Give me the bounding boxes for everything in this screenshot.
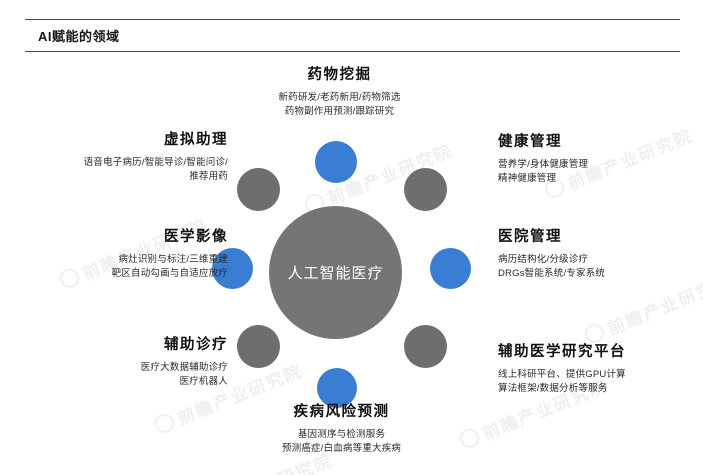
node-desc-line: 医疗大数据辅助诊疗 — [140, 362, 228, 373]
node-title: 医院管理 — [498, 229, 562, 245]
node-dot-hospital-management[interactable] — [430, 248, 471, 289]
node-dot-disease-risk[interactable] — [317, 368, 357, 408]
header-divider-top — [25, 19, 680, 20]
node-title: 辅助诊疗 — [164, 337, 228, 353]
node-desc-line: 医疗机器人 — [179, 375, 228, 387]
node-desc-line: 新药研发/老药新用/药物筛选 — [278, 92, 401, 103]
node-research-platform[interactable]: 辅助医学研究平台 线上科研平台、提供GPU计算 算法框架/数据分析等服务 — [498, 340, 703, 396]
node-desc-line: 药物副作用预测/跟踪研究 — [284, 105, 395, 117]
node-dot-assisted-diagnosis[interactable] — [237, 325, 280, 368]
node-medical-imaging[interactable]: 医学影像 病灶识别与标注/三维重建 靶区自动勾画与自适应放疗 — [5, 225, 228, 281]
node-desc-line: 基因测序与检测服务 — [297, 429, 386, 440]
hub-and-spoke-diagram: 前瞻产业研究院 前瞻产业研究院 前瞻产业研究院 前瞻产业研究院 前瞻产业研究院 … — [0, 55, 703, 475]
node-title: 虚拟助理 — [164, 132, 228, 148]
node-title: 辅助医学研究平台 — [498, 344, 626, 360]
watermark-logo-icon — [152, 410, 177, 436]
node-desc-line: 预测癌症/白血病等重大疾病 — [281, 442, 402, 454]
node-title: 疾病风险预测 — [293, 404, 390, 420]
node-health-management[interactable]: 健康管理 营养学/身体健康管理 精神健康管理 — [498, 130, 698, 186]
node-desc-line: 精神健康管理 — [498, 172, 557, 184]
node-desc-line: 靶区自动勾画与自适应放疗 — [111, 267, 228, 279]
node-dot-health-management[interactable] — [404, 168, 447, 211]
watermark-text: 前瞻产业研究院 — [605, 271, 703, 339]
node-dot-drug-discovery[interactable] — [315, 141, 357, 183]
node-dot-medical-imaging[interactable] — [212, 248, 253, 289]
node-desc-line: 线上科研平台、提供GPU计算 — [498, 369, 626, 380]
center-hub-label: 人工智能医疗 — [287, 265, 384, 282]
node-desc-line: DRGs智能系统/专家系统 — [498, 267, 606, 279]
node-virtual-assistant[interactable]: 虚拟助理 语音电子病历/智能导诊/智能问诊/ 推荐用药 — [0, 128, 228, 184]
node-disease-risk-prediction[interactable]: 疾病风险预测 基因测序与检测服务 预测癌症/白血病等重大疾病 — [234, 400, 449, 456]
node-desc-line: 病历结构化/分级诊疗 — [498, 254, 589, 265]
node-title: 医学影像 — [164, 229, 228, 245]
node-desc-line: 病灶识别与标注/三维重建 — [118, 254, 228, 265]
node-desc-line: 营养学/身体健康管理 — [498, 159, 589, 170]
node-title: 药物挖掘 — [307, 67, 372, 83]
node-drug-discovery[interactable]: 药物挖掘 新药研发/老药新用/药物筛选 药物副作用预测/跟踪研究 — [232, 63, 447, 119]
node-dot-research-platform[interactable] — [404, 325, 447, 368]
node-assisted-diagnosis[interactable]: 辅助诊疗 医疗大数据辅助诊疗 医疗机器人 — [10, 333, 228, 389]
node-dot-virtual-assistant[interactable] — [237, 168, 280, 211]
node-hospital-management[interactable]: 医院管理 病历结构化/分级诊疗 DRGs智能系统/专家系统 — [498, 225, 698, 281]
watermark-logo-icon — [457, 425, 482, 451]
node-desc-line: 推荐用药 — [189, 170, 228, 182]
node-title: 健康管理 — [498, 134, 562, 150]
header-divider-bottom — [25, 51, 680, 52]
page-title: AI赋能的领域 — [38, 29, 120, 44]
node-desc-line: 语音电子病历/智能导诊/智能问诊/ — [83, 157, 228, 168]
center-hub[interactable]: 人工智能医疗 — [269, 206, 402, 339]
node-desc-line: 算法框架/数据分析等服务 — [498, 382, 608, 394]
